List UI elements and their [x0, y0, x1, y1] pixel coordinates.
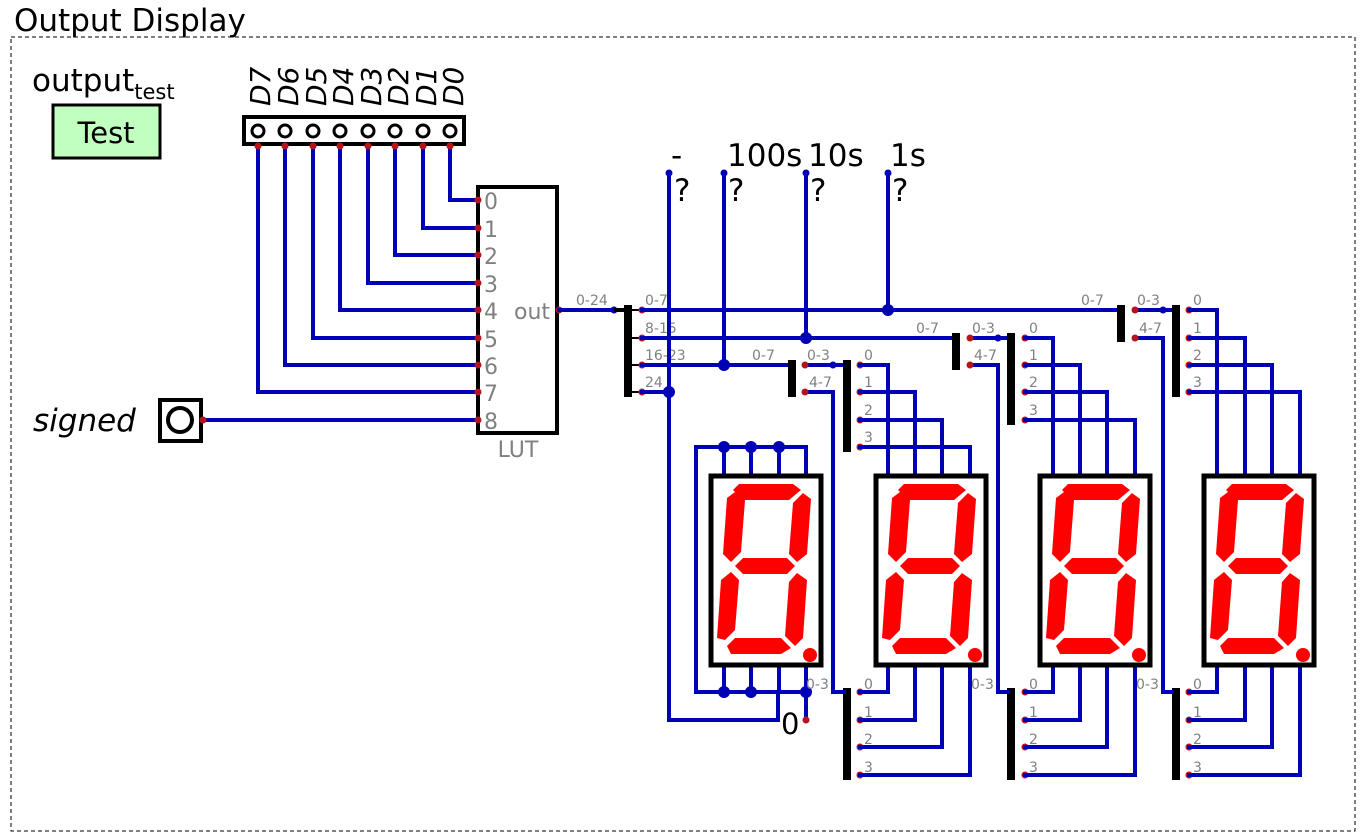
bottom-nibble-wires — [858, 662, 1302, 777]
svg-text:D6: D6 — [272, 67, 305, 106]
group-title: Output Display — [14, 3, 246, 39]
svg-text:1s: 1s — [890, 138, 926, 174]
svg-text:6: 6 — [484, 355, 498, 380]
svg-text:3: 3 — [484, 273, 498, 298]
svg-text:1: 1 — [864, 375, 873, 391]
constant-zero: 0 — [781, 707, 799, 741]
svg-text:0-7: 0-7 — [645, 293, 668, 309]
svg-text:10s: 10s — [808, 138, 864, 174]
seven-segment-display-tens — [1040, 476, 1150, 665]
svg-text:D5: D5 — [300, 67, 333, 106]
svg-text:3: 3 — [864, 760, 873, 776]
svg-text:3: 3 — [864, 430, 873, 446]
seven-segment-display-sign — [711, 476, 821, 665]
svg-text:3: 3 — [1029, 403, 1038, 419]
svg-text:24: 24 — [645, 375, 663, 391]
svg-text:D7: D7 — [244, 66, 277, 106]
svg-text:16-23: 16-23 — [645, 348, 686, 364]
svg-text:D2: D2 — [382, 67, 415, 106]
svg-text:7: 7 — [484, 382, 498, 407]
svg-text:0: 0 — [1029, 321, 1038, 337]
svg-text:1: 1 — [1029, 705, 1038, 721]
dip-switch[interactable] — [242, 115, 466, 146]
top-nibble-wires — [858, 308, 1302, 477]
svg-text:0-3: 0-3 — [972, 321, 995, 337]
svg-text:-: - — [671, 138, 682, 174]
svg-text:0-3: 0-3 — [1136, 677, 1159, 693]
svg-text:3: 3 — [1193, 760, 1202, 776]
svg-text:5: 5 — [484, 328, 498, 353]
probe-labels: - 100s 10s 1s ? ? ? ? — [671, 138, 926, 209]
svg-text:0: 0 — [864, 348, 873, 364]
svg-text:8-15: 8-15 — [645, 321, 677, 337]
svg-text:1: 1 — [484, 218, 498, 243]
svg-text:0: 0 — [1193, 677, 1202, 693]
dip-to-lut-wires — [201, 144, 479, 422]
test-button[interactable]: Test — [51, 103, 162, 160]
svg-text:2: 2 — [484, 245, 498, 270]
svg-text:LUT: LUT — [498, 438, 539, 463]
group-border — [10, 36, 1356, 832]
seven-segment-display-hundreds — [876, 476, 986, 665]
sub-splitter-3: 0-7 0-3 4-7 — [1081, 293, 1174, 694]
svg-text:1: 1 — [1193, 321, 1202, 337]
svg-text:0: 0 — [1193, 293, 1202, 309]
lut-block: 0 1 2 3 4 5 6 7 8 out LUT — [474, 185, 563, 463]
bus-junctions — [663, 169, 894, 398]
svg-text:100s: 100s — [727, 138, 802, 174]
svg-text:0-7: 0-7 — [916, 321, 939, 337]
svg-text:2: 2 — [1029, 375, 1038, 391]
svg-text:?: ? — [810, 173, 826, 209]
svg-text:4-7: 4-7 — [974, 348, 997, 364]
svg-text:2: 2 — [864, 403, 873, 419]
lut-output-wire: 0-24 — [557, 293, 618, 314]
sign-display-junctions — [718, 441, 812, 698]
top-nibble-splitters: 0 1 2 3 0 1 2 3 0 1 2 3 — [843, 293, 1202, 452]
sub-splitter-2: 0-7 0-3 4-7 — [916, 321, 1010, 694]
seven-segment-display-ones — [1204, 476, 1314, 665]
svg-text:4: 4 — [484, 300, 498, 325]
svg-text:1: 1 — [1029, 348, 1038, 364]
svg-text:4-7: 4-7 — [1139, 321, 1162, 337]
svg-text:0-7: 0-7 — [1081, 293, 1104, 309]
signed-label: signed — [33, 403, 136, 439]
svg-text:8: 8 — [484, 410, 498, 435]
svg-text:2: 2 — [1029, 732, 1038, 748]
svg-text:0-3: 0-3 — [971, 677, 994, 693]
svg-text:D1: D1 — [410, 67, 443, 106]
svg-text:0-3: 0-3 — [806, 677, 829, 693]
svg-text:1: 1 — [864, 705, 873, 721]
test-case-label: outputtest — [32, 63, 175, 104]
svg-text:3: 3 — [1193, 375, 1202, 391]
svg-text:D4: D4 — [327, 67, 360, 106]
sub-splitter-1: 0-7 0-3 4-7 — [752, 348, 846, 694]
svg-text:0: 0 — [484, 190, 498, 215]
svg-text:2: 2 — [1193, 348, 1202, 364]
svg-text:2: 2 — [864, 732, 873, 748]
signed-input-button[interactable] — [158, 398, 207, 443]
svg-text:?: ? — [674, 173, 690, 209]
svg-text:4-7: 4-7 — [809, 375, 832, 391]
svg-text:D3: D3 — [355, 67, 388, 106]
svg-text:2: 2 — [1193, 732, 1202, 748]
svg-text:1: 1 — [1193, 705, 1202, 721]
dip-switch-pins — [254, 142, 454, 150]
svg-text:0-7: 0-7 — [752, 348, 775, 364]
svg-text:Test: Test — [76, 116, 134, 150]
dip-switch-labels: D7 D6 D5 D4 D3 D2 D1 D0 — [244, 66, 470, 106]
svg-text:0-3: 0-3 — [807, 348, 830, 364]
constant-pin — [802, 716, 810, 724]
svg-text:0: 0 — [864, 677, 873, 693]
svg-text:0-3: 0-3 — [1137, 293, 1160, 309]
svg-text:?: ? — [728, 173, 744, 209]
svg-text:0: 0 — [1029, 677, 1038, 693]
svg-text:out: out — [514, 300, 550, 325]
svg-text:0-24: 0-24 — [576, 293, 608, 309]
svg-text:?: ? — [892, 173, 908, 209]
bus-wires — [640, 171, 1110, 722]
svg-text:3: 3 — [1029, 760, 1038, 776]
svg-text:D0: D0 — [437, 67, 470, 106]
